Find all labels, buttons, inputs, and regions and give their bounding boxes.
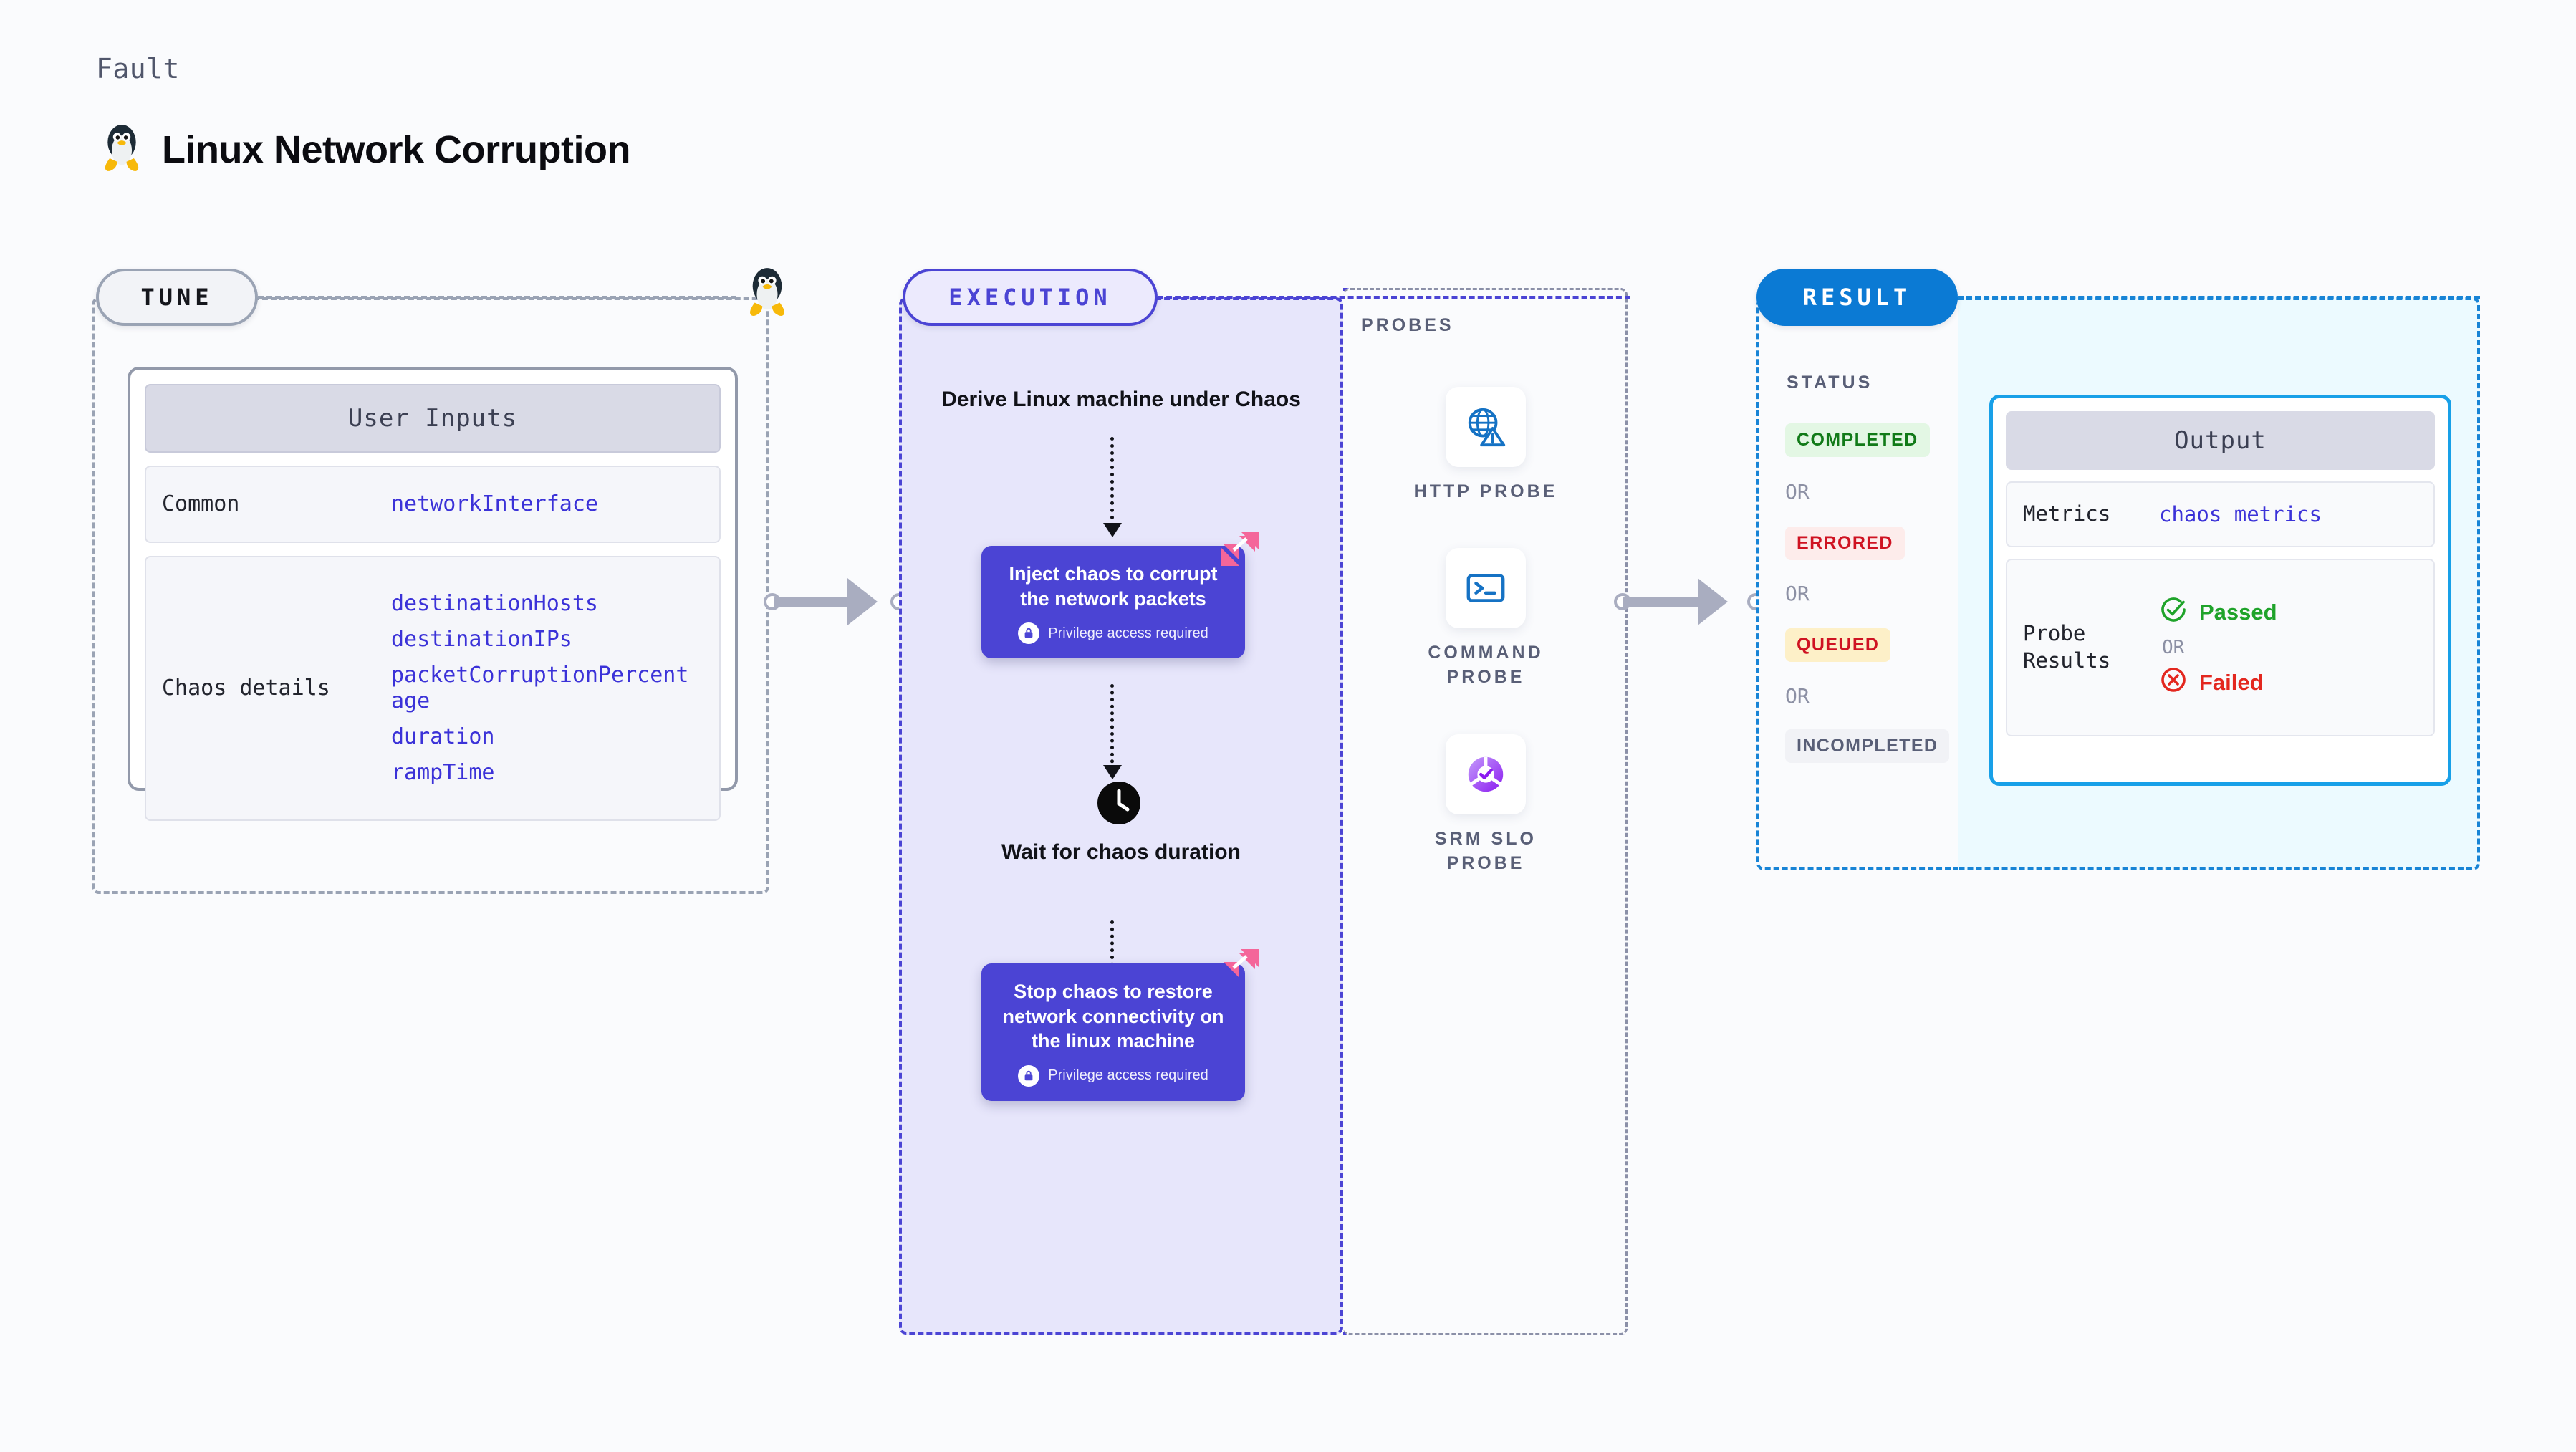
execution-step-title: Inject chaos to corrupt the network pack…: [1009, 563, 1218, 610]
harness-chaos-icon: [1218, 529, 1261, 572]
privilege-note-row: Privilege access required: [997, 622, 1229, 645]
tune-input-destinationhosts[interactable]: destinationHosts: [391, 591, 598, 616]
tune-input-duration[interactable]: duration: [391, 724, 495, 749]
probe-label: SRM SLO PROBE: [1435, 829, 1537, 873]
flow-arrow-shaft: [1623, 597, 1719, 607]
tune-input-ramptime[interactable]: rampTime: [391, 760, 495, 785]
output-metrics-label: Metrics: [2023, 501, 2111, 527]
execution-step-inject-chaos[interactable]: Inject chaos to corrupt the network pack…: [981, 532, 1259, 659]
output-row-probe-results: Probe Results Passed OR: [2006, 559, 2435, 736]
tune-row-chaos-details: Chaos details destinationHosts destinati…: [145, 556, 721, 821]
user-inputs-card: User Inputs Common networkInterface Chao…: [128, 367, 738, 821]
result-stage-pill[interactable]: RESULT: [1756, 269, 1958, 326]
output-metrics-value[interactable]: chaos metrics: [2159, 502, 2322, 527]
tune-row-values: networkInterface: [391, 491, 699, 517]
status-or-1: OR: [1785, 480, 1810, 504]
probe-result-or: OR: [2162, 637, 2185, 658]
fault-kicker-label: Fault: [96, 53, 180, 85]
user-inputs-header: User Inputs: [145, 384, 721, 453]
tune-input-destinationips[interactable]: destinationIPs: [391, 627, 572, 652]
page-title: Linux Network Corruption: [162, 128, 630, 171]
status-badge-completed: COMPLETED: [1785, 423, 1930, 457]
probe-result-failed-label: Failed: [2199, 670, 2264, 695]
tune-row-label: Common: [162, 491, 240, 516]
status-badge-queued: QUEUED: [1785, 628, 1891, 662]
linux-penguin-icon: [100, 122, 143, 177]
probes-section-title: PROBES: [1361, 315, 1454, 335]
status-section-title: STATUS: [1787, 372, 1873, 393]
execution-step-title: Stop chaos to restore network connectivi…: [1002, 981, 1224, 1052]
tune-top-dashed-connector: [258, 296, 736, 299]
execution-step-stop-chaos[interactable]: Stop chaos to restore network connectivi…: [981, 949, 1259, 1101]
probe-label: HTTP PROBE: [1413, 481, 1558, 501]
execution-connector-2: [1110, 684, 1114, 770]
execution-wait-label: Wait for chaos duration: [1001, 840, 1241, 864]
probe-item-srm-slo[interactable]: SRM SLO PROBE: [1407, 734, 1565, 876]
privilege-note-text: Privilege access required: [1048, 1067, 1208, 1084]
lock-icon: [1018, 622, 1040, 645]
flow-arrow-head: [847, 578, 878, 625]
tune-row-values: destinationHosts destinationIPs packetCo…: [391, 591, 699, 786]
result-stage-container: [1756, 297, 1958, 870]
probe-result-failed: Failed: [2159, 665, 2277, 700]
output-probe-results-values: Passed OR Failed: [2159, 595, 2277, 700]
tune-row-label: Chaos details: [162, 675, 330, 701]
x-circle-icon: [2159, 665, 2188, 700]
status-or-3: OR: [1785, 684, 1810, 708]
probe-label: COMMAND PROBE: [1428, 643, 1544, 687]
execution-arrowhead-2: [1103, 765, 1122, 779]
execution-top-dashed-connector: [1158, 296, 1630, 299]
execution-start-title: Derive Linux machine under Chaos: [941, 388, 1301, 411]
execution-connector-1: [1110, 437, 1114, 527]
flow-arrow-head: [1698, 578, 1728, 625]
tune-stage-pill[interactable]: TUNE: [96, 269, 258, 326]
linux-penguin-icon: [745, 265, 789, 322]
status-or-2: OR: [1785, 582, 1810, 605]
globe-alert-icon: [1446, 387, 1526, 467]
execution-arrowhead-1: [1103, 523, 1122, 537]
privilege-note-text: Privilege access required: [1048, 625, 1208, 641]
output-probe-results-label: Probe Results: [2023, 621, 2111, 673]
probe-item-command[interactable]: COMMAND PROBE: [1407, 548, 1565, 690]
result-top-dashed-connector: [1958, 296, 2480, 299]
tune-row-common: Common networkInterface: [145, 466, 721, 543]
output-card-header: Output: [2006, 411, 2435, 470]
harness-chaos-icon: [1218, 946, 1261, 989]
lock-icon: [1018, 1064, 1040, 1087]
check-circle-icon: [2159, 595, 2188, 630]
terminal-icon: [1446, 548, 1526, 628]
flow-arrow-shaft: [774, 597, 869, 607]
tune-input-networkinterface[interactable]: networkInterface: [391, 491, 598, 516]
probe-result-passed: Passed: [2159, 595, 2277, 630]
execution-stage-pill[interactable]: EXECUTION: [903, 269, 1158, 326]
output-card: Output Metrics chaos metrics Probe Resul…: [1989, 395, 2451, 786]
tune-input-packetcorruptionpercentage[interactable]: packetCorruptionPercentage: [391, 663, 689, 713]
probe-result-passed-label: Passed: [2199, 600, 2277, 625]
srm-slo-icon: [1446, 734, 1526, 814]
clock-icon: [1097, 781, 1141, 825]
execution-connector-3: [1110, 920, 1114, 994]
privilege-note-row: Privilege access required: [997, 1064, 1229, 1087]
page-title-row: Linux Network Corruption: [100, 122, 630, 177]
probe-item-http[interactable]: HTTP PROBE: [1407, 387, 1565, 504]
output-row-metrics: Metrics chaos metrics: [2006, 481, 2435, 547]
status-badge-errored: ERRORED: [1785, 527, 1905, 560]
status-badge-incompleted: INCOMPLETED: [1785, 729, 1950, 763]
